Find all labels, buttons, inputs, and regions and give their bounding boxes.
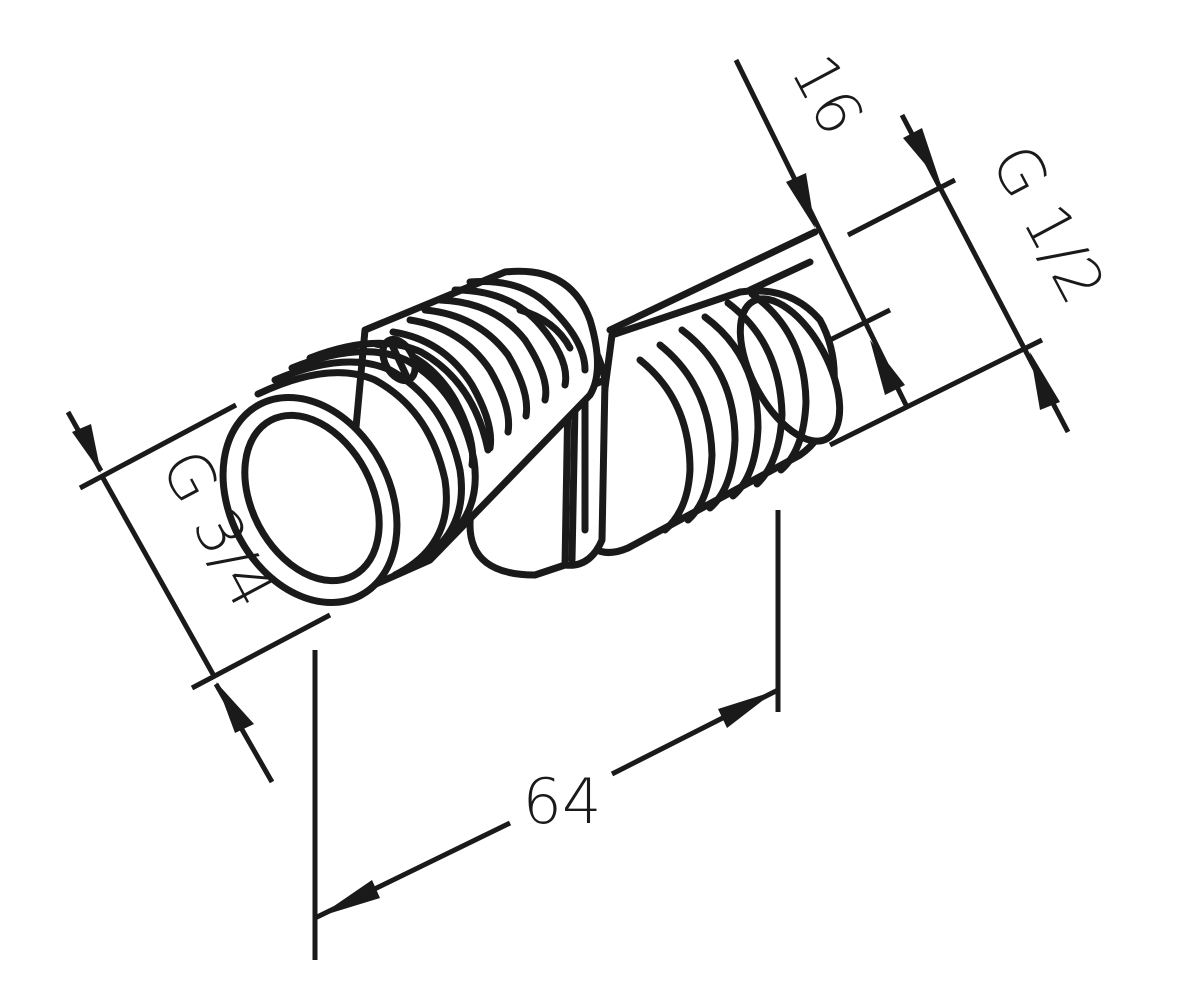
offset-label: 16 bbox=[777, 43, 878, 147]
outlet-threaded-section bbox=[581, 228, 844, 556]
length-label: 64 bbox=[523, 765, 602, 838]
arrow-head bbox=[870, 340, 905, 395]
arrow-head bbox=[903, 128, 940, 182]
arrow-head bbox=[216, 682, 254, 733]
dimension-length: 64 bbox=[312, 510, 781, 960]
arrow-head bbox=[1030, 352, 1060, 410]
arrow-head bbox=[72, 424, 101, 473]
outlet-thread-label: G 1/2 bbox=[977, 133, 1120, 315]
arrow-head bbox=[786, 173, 815, 228]
dimension-outlet-thread: G 1/2 bbox=[828, 113, 1120, 448]
fitting-body bbox=[219, 228, 844, 606]
arrow-head bbox=[718, 691, 775, 728]
arrow-head bbox=[318, 880, 380, 917]
inlet-end-rings bbox=[219, 339, 492, 606]
